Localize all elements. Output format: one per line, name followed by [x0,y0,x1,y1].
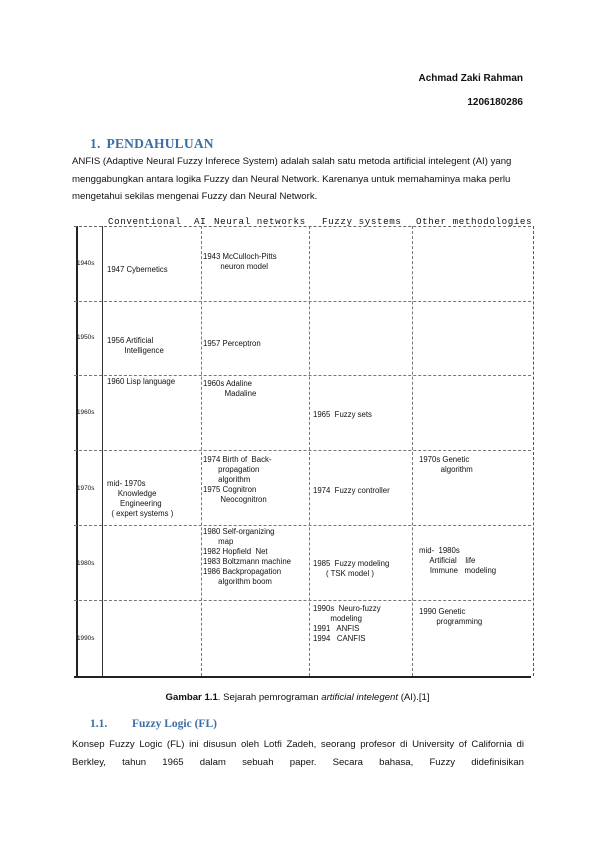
divider-conv-nn [201,226,202,676]
col-fuzzy-systems: Fuzzy systems [322,216,402,227]
author-name: Achmad Zaki Rahman [418,73,523,84]
decade-label: 1940s [77,260,95,267]
cell-1940s-conventional: 1947 Cybernetics [107,265,168,274]
cell-1990s-other: 1990 Genetic programming [419,607,483,626]
col-ai: AI [194,216,207,227]
cell-1970s-conventional: mid- 1970s Knowledge Engineering ( exper… [107,479,174,518]
decade-label: 1950s [77,334,95,341]
divider-decades [102,226,103,676]
subsection-heading: 1.1. Fuzzy Logic (FL) [90,718,217,730]
caption-italic: artificial intelegent [321,692,399,703]
col-conventional: Conventional [108,216,182,227]
cell-1960s-fuzzy: 1965 Fuzzy sets [313,410,372,419]
caption-text: . Sejarah pemrograman [217,692,322,703]
cell-1940s-neural: 1943 McCulloch-Pitts neuron model [203,252,277,271]
subsection-number: 1.1. [90,718,108,730]
caption-ref: (AI).[1] [398,692,430,703]
cell-1960s-conventional: 1960 Lisp language [107,377,176,386]
row-divider [74,600,531,601]
intro-paragraph: ANFIS (Adaptive Neural Fuzzy Inferece Sy… [72,156,512,202]
divider-fuzzy-other [412,226,413,676]
section-heading: 1. PENDAHULUAN [90,136,214,152]
row-divider [74,375,531,376]
cell-1980s-other: mid- 1980s Artificial life Immune modeli… [419,546,497,575]
cell-1980s-neural: 1980 Self-organizing map 1982 Hopfield N… [203,527,291,586]
figure-bottom-line [74,676,531,678]
figure-frame [76,226,534,676]
decade-label: 1960s [77,409,95,416]
history-figure: Conventional AI Neural networks Fuzzy sy… [74,212,536,682]
col-other-methodologies: Other methodologies [416,216,533,227]
section-title: PENDAHULUAN [106,136,214,151]
row-divider [74,525,531,526]
cell-1980s-fuzzy: 1985 Fuzzy modeling ( TSK model ) [313,559,390,578]
section-number: 1. [90,136,101,151]
subsection-title: Fuzzy Logic (FL) [132,718,217,730]
figure-caption: Gambar 1.1. Sejarah pemrograman artifici… [0,692,595,703]
cell-1950s-neural: 1957 Perceptron [203,339,261,348]
decade-label: 1980s [77,560,95,567]
cell-1990s-fuzzy: 1990s Neuro-fuzzy modeling 1991 ANFIS 19… [313,604,381,643]
decade-label: 1990s [77,635,95,642]
row-divider [74,450,531,451]
cell-1960s-neural: 1960s Adaline Madaline [203,379,257,398]
cell-1970s-fuzzy: 1974 Fuzzy controller [313,486,390,495]
author-id: 1206180286 [467,97,523,108]
row-divider [74,301,531,302]
cell-1970s-neural: 1974 Birth of Back- propagation algorith… [203,455,272,504]
figure-top-line [74,226,531,227]
cell-1970s-other: 1970s Genetic algorithm [419,455,473,474]
fuzzy-logic-paragraph: Konsep Fuzzy Logic (FL) ini disusun oleh… [72,739,524,768]
cell-1950s-conventional: 1956 Artificial Intelligence [107,336,164,355]
decade-label: 1970s [77,485,95,492]
divider-nn-fuzzy [309,226,310,676]
col-neural-networks: Neural networks [214,216,306,227]
caption-label: Gambar 1.1 [165,692,218,703]
